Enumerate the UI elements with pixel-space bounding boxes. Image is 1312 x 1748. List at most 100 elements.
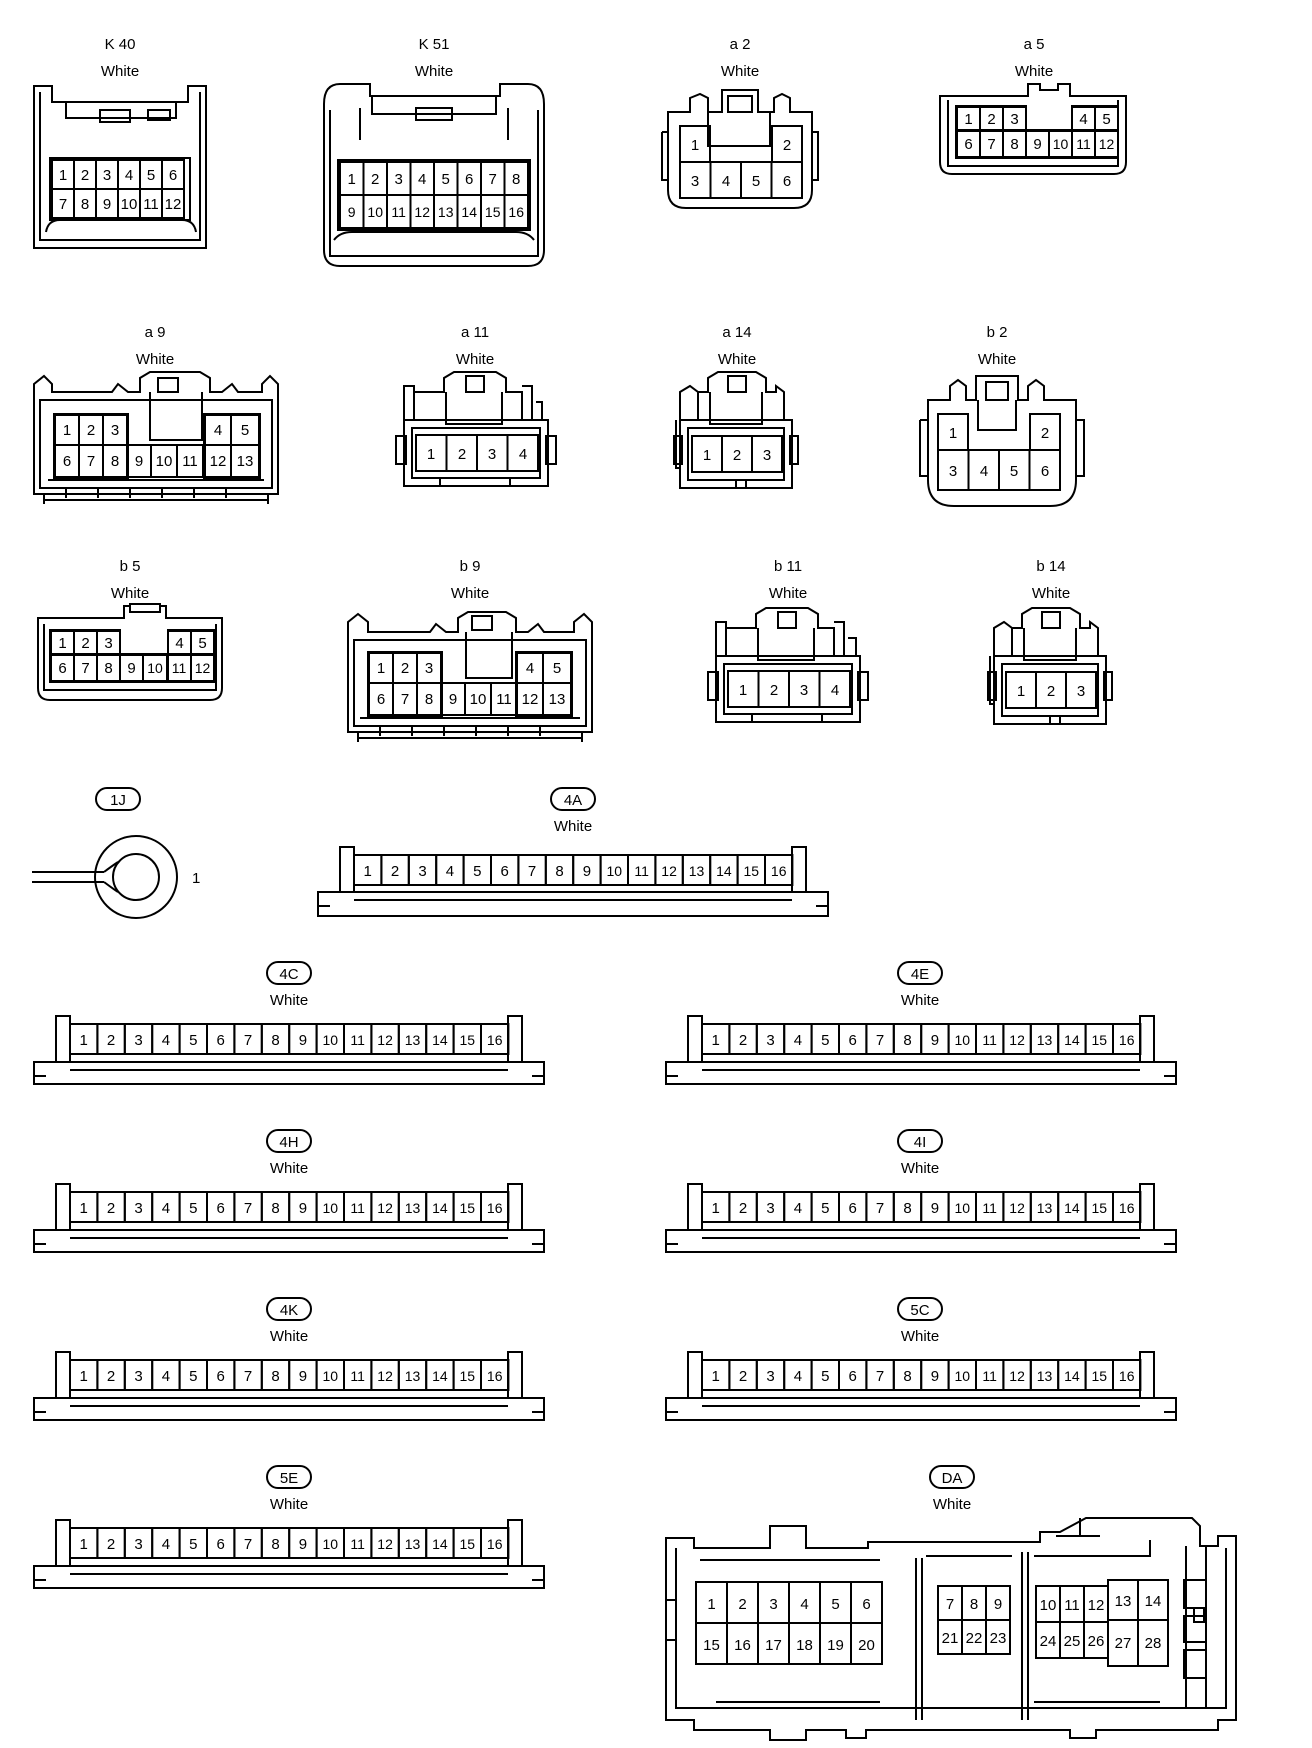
svg-text:2: 2	[107, 1536, 115, 1553]
connector-housing	[665, 1517, 1237, 1741]
svg-text:17: 17	[765, 1637, 782, 1654]
svg-text:2: 2	[739, 1032, 747, 1049]
connector-code-badge	[266, 1465, 312, 1489]
svg-text:10: 10	[955, 1368, 971, 1384]
connector-housing	[317, 846, 829, 917]
svg-text:5: 5	[821, 1200, 829, 1217]
connector-housing	[33, 1183, 545, 1253]
svg-text:15: 15	[703, 1637, 720, 1654]
pin-cell: 16	[1112, 1359, 1142, 1391]
svg-text:5: 5	[473, 863, 481, 880]
pin-cell: 3	[416, 652, 442, 684]
pin-cell: 2	[96, 1023, 126, 1055]
svg-text:13: 13	[1037, 1368, 1053, 1384]
svg-text:8: 8	[970, 1596, 978, 1613]
svg-text:4: 4	[980, 463, 988, 480]
pin-cell: 4	[151, 1527, 181, 1559]
connector-4E: 4E White	[665, 961, 1177, 1085]
pin-cell: 4	[117, 159, 141, 190]
connector-code: 1J	[110, 792, 126, 809]
pin-cell: 13	[397, 1191, 428, 1223]
svg-text:1: 1	[80, 1368, 88, 1385]
svg-text:21: 21	[942, 1630, 959, 1647]
svg-text:10: 10	[323, 1032, 339, 1048]
svg-text:8: 8	[271, 1536, 279, 1553]
pin-cell: 9	[339, 194, 365, 229]
svg-text:13: 13	[1037, 1032, 1053, 1048]
connector-code: 4H	[279, 1134, 298, 1151]
pin-cell: 4	[151, 1191, 181, 1223]
svg-text:1: 1	[59, 167, 67, 184]
pin-cell: 7	[233, 1191, 263, 1223]
pin-cell: 6	[206, 1023, 236, 1055]
svg-text:5: 5	[1010, 463, 1018, 480]
svg-text:9: 9	[931, 1368, 939, 1385]
pin-cell: 7	[233, 1359, 263, 1391]
pin-cell: 1	[691, 435, 723, 473]
connector-4C: 4C White	[33, 961, 545, 1085]
connector-code: b 11	[774, 558, 802, 575]
pin-grid: 1 2 3 4 5 6 7 8 9 10 11 12 13 14 15 16 1…	[695, 1579, 1169, 1667]
connector-housing	[665, 1351, 1177, 1421]
svg-text:4: 4	[794, 1368, 802, 1385]
pin-cell: 1	[701, 1191, 731, 1223]
pin-cell: 6	[50, 654, 75, 682]
pin-cell: 4	[151, 1023, 181, 1055]
pin-cell: 6	[161, 159, 185, 190]
svg-text:14: 14	[432, 1536, 448, 1552]
pin-cell: 14	[425, 1023, 455, 1055]
connector-color: White	[101, 63, 139, 80]
svg-text:11: 11	[350, 1200, 365, 1216]
connector-K51: K 51 White 1 2 3 4 5 6 7 8 9 10 11 12 13	[323, 36, 545, 267]
pin-cell: 7	[517, 854, 547, 886]
connector-housing	[33, 85, 207, 249]
pin-cell: 4	[783, 1359, 813, 1391]
svg-text:14: 14	[1064, 1032, 1080, 1048]
pin-cell: 27	[1107, 1619, 1139, 1667]
svg-text:9: 9	[299, 1368, 307, 1385]
pin-cell: 10	[947, 1191, 977, 1223]
svg-text:9: 9	[348, 204, 356, 220]
svg-text:3: 3	[766, 1368, 774, 1385]
svg-text:8: 8	[512, 171, 520, 188]
pin-cell: 12	[370, 1359, 400, 1391]
connector-code-badge	[929, 1465, 975, 1489]
svg-text:3: 3	[949, 463, 957, 480]
svg-text:2: 2	[738, 1596, 746, 1613]
connector-color: White	[901, 992, 939, 1009]
pin-cell: 16	[1112, 1191, 1142, 1223]
svg-text:18: 18	[796, 1637, 813, 1654]
connector-color: White	[270, 1160, 308, 1177]
pin-cell: 12	[1083, 1585, 1109, 1623]
pin-cell: 11	[627, 854, 657, 886]
pin-cell: 1	[701, 1023, 731, 1055]
connector-housing	[939, 83, 1127, 175]
pin-cell: 21	[937, 1619, 963, 1655]
svg-text:3: 3	[134, 1536, 142, 1553]
svg-text:16: 16	[1119, 1368, 1135, 1384]
connector-color: White	[721, 63, 759, 80]
pin-cell: 16	[480, 1023, 510, 1055]
pin-cell: 9	[119, 654, 144, 682]
pin-cell: 1	[701, 1359, 731, 1391]
svg-text:11: 11	[634, 863, 649, 879]
pin-cell: 10	[599, 854, 629, 886]
pin-cell: 12	[409, 194, 435, 229]
connector-housing	[33, 1015, 545, 1085]
connector-color: White	[1015, 63, 1053, 80]
connector-code: b 9	[460, 558, 481, 575]
pin-cell: 3	[788, 670, 821, 708]
pin-cell: 8	[260, 1023, 291, 1055]
pin-cell: 2	[728, 1359, 758, 1391]
pin-cell: 10	[315, 1527, 346, 1559]
pin-cell: 12	[204, 444, 232, 478]
svg-text:4: 4	[175, 635, 183, 652]
pin-cell: 3	[751, 435, 783, 473]
pin-cell: 3	[1002, 106, 1027, 132]
svg-text:3: 3	[104, 635, 112, 652]
pin-cell: 6	[838, 1359, 868, 1391]
pin-cell: 8	[260, 1359, 291, 1391]
svg-text:4: 4	[1079, 111, 1087, 128]
